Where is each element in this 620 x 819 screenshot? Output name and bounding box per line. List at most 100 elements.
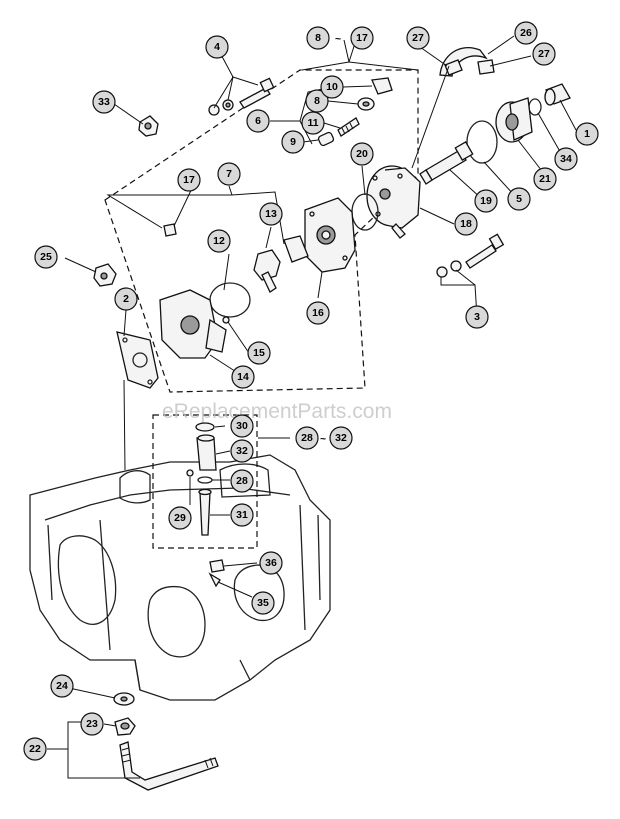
callout-29: 29	[168, 506, 192, 530]
callout-24: 24	[50, 674, 74, 698]
pump-body-part-16	[304, 197, 356, 273]
svg-text:8: 8	[315, 32, 321, 44]
gasket-part-5	[466, 120, 498, 164]
plug-part-10	[371, 77, 393, 95]
callout-1: 1	[575, 122, 599, 146]
oring-part-12	[209, 282, 251, 318]
callout-2: 2	[114, 287, 138, 311]
valve-part-9	[317, 131, 335, 147]
svg-text:18: 18	[460, 218, 472, 230]
callout-7: 7	[217, 162, 241, 186]
callout-16: 16	[306, 301, 330, 325]
callout-25: 25	[34, 245, 58, 269]
callout-32: 32	[230, 439, 254, 463]
svg-text:27: 27	[538, 48, 550, 60]
callout-31: 31	[230, 503, 254, 527]
callout-12: 12	[207, 229, 231, 253]
callout-8-upper: 8	[306, 26, 330, 50]
bolt-part-3	[436, 233, 505, 278]
bolt-part-4	[208, 77, 275, 116]
svg-text:28: 28	[236, 475, 248, 487]
svg-text:36: 36	[265, 557, 277, 569]
svg-text:34: 34	[560, 153, 572, 165]
svg-text:11: 11	[307, 117, 318, 129]
callout-27-right: 27	[532, 42, 556, 66]
svg-text:10: 10	[326, 81, 338, 93]
svg-text:32: 32	[335, 432, 347, 444]
callout-34: 34	[554, 147, 578, 171]
svg-text:3: 3	[474, 311, 480, 323]
relief-valve-parts	[186, 422, 217, 536]
svg-text:19: 19	[480, 195, 492, 207]
svg-text:17: 17	[356, 32, 368, 44]
callout-28: 28	[230, 469, 254, 493]
svg-text:35: 35	[257, 597, 269, 609]
fitting-part-17	[163, 223, 177, 237]
svg-text:5: 5	[516, 193, 522, 205]
callout-15: 15	[247, 341, 271, 365]
callout-10: 10	[320, 75, 344, 99]
cap-part-1	[544, 83, 571, 106]
svg-text:27: 27	[412, 32, 424, 44]
bolt-part-36	[208, 559, 225, 588]
callout-17-upper: 17	[350, 26, 374, 50]
callout-11: 11	[301, 111, 325, 135]
callout-27-left: 27	[406, 26, 430, 50]
callout-8-lower: 8	[305, 89, 329, 113]
callout-33: 33	[92, 90, 116, 114]
svg-text:30: 30	[236, 420, 248, 432]
svg-text:14: 14	[237, 371, 249, 383]
callout-21: 21	[533, 167, 557, 191]
callout-22: 22	[23, 737, 47, 761]
svg-text:23: 23	[86, 718, 98, 730]
svg-text:31: 31	[236, 509, 248, 521]
callout-20: 20	[350, 142, 374, 166]
callout-13: 13	[259, 202, 283, 226]
callout-4: 4	[205, 35, 229, 59]
shaft-part-19	[419, 141, 474, 185]
svg-text:12: 12	[213, 235, 225, 247]
svg-text:13: 13	[265, 208, 277, 220]
gears-part-13	[253, 235, 309, 293]
washer-part-24	[113, 692, 135, 706]
callout-35: 35	[251, 591, 275, 615]
callout-30: 30	[230, 414, 254, 438]
svg-text:25: 25	[40, 251, 52, 263]
fitting-part-25	[93, 263, 117, 287]
range-tilde: ~	[320, 433, 326, 445]
svg-text:15: 15	[253, 347, 265, 359]
oring-part-34	[528, 98, 542, 116]
callout-32-range-end: 32	[329, 426, 353, 450]
callout-17-left: 17	[177, 168, 201, 192]
washer-part-8-upper	[357, 97, 375, 111]
pump-cover-part-14	[159, 289, 227, 359]
fitting-part-33	[138, 115, 159, 137]
svg-text:6: 6	[255, 115, 261, 127]
leader-lines	[47, 35, 577, 779]
pin-part-15	[222, 316, 230, 324]
callout-5: 5	[507, 187, 531, 211]
housing-part-21	[495, 97, 533, 143]
callout-9: 9	[281, 130, 305, 154]
callout-18: 18	[454, 212, 478, 236]
svg-text:16: 16	[312, 307, 324, 319]
gasket-part-2	[116, 331, 159, 389]
svg-text:17: 17	[183, 174, 195, 186]
nut-part-23	[114, 717, 136, 736]
svg-text:21: 21	[539, 173, 551, 185]
svg-text:20: 20	[356, 148, 368, 160]
svg-text:24: 24	[56, 680, 68, 692]
callout-6: 6	[246, 109, 270, 133]
svg-text:7: 7	[226, 168, 232, 180]
svg-text:32: 32	[236, 445, 248, 457]
svg-text:8: 8	[314, 95, 320, 107]
callout-19: 19	[474, 189, 498, 213]
svg-text:22: 22	[29, 743, 41, 755]
svg-text:26: 26	[520, 27, 532, 39]
callout-36: 36	[259, 551, 283, 575]
svg-text:29: 29	[174, 512, 186, 524]
callout-23: 23	[80, 712, 104, 736]
svg-text:4: 4	[214, 41, 220, 53]
svg-text:2: 2	[123, 293, 129, 305]
callout-14: 14	[231, 365, 255, 389]
